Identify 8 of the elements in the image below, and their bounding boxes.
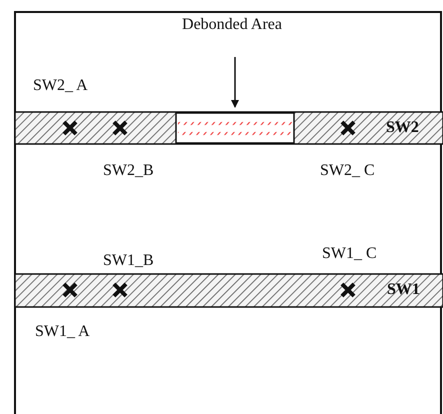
region-label: SW1_ A	[35, 323, 90, 341]
region-label: SW1_B	[103, 252, 154, 270]
region-label: SW2_ C	[320, 162, 375, 180]
arrow	[231, 57, 239, 108]
callout-text: Debonded Area	[178, 14, 286, 35]
region-label: SW1_ C	[322, 245, 377, 263]
region-label: SW2_ A	[33, 77, 88, 95]
region-label: SW2_B	[103, 162, 154, 180]
